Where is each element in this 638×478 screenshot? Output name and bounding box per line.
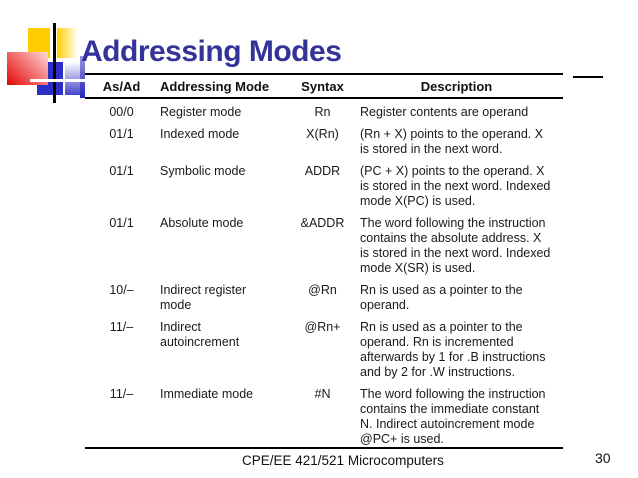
cell-mode: Indirect autoincrement xyxy=(160,320,240,349)
cell-asad: 11/– xyxy=(109,320,134,334)
cell-syntax: @Rn+ xyxy=(304,320,341,334)
cell-description: Rn is used as a pointer to the operand. xyxy=(360,283,523,312)
cell-syntax: #N xyxy=(314,387,331,401)
deco-white-line xyxy=(30,79,85,82)
cell-asad: 01/1 xyxy=(109,127,134,141)
cell-syntax: ADDR xyxy=(304,164,341,178)
cell-syntax: Rn xyxy=(314,105,331,119)
column-header-asad: As/Ad xyxy=(102,79,141,94)
addressing-modes-table: As/Ad Addressing Mode Syntax Description… xyxy=(85,73,563,449)
deco-yellow-square xyxy=(28,28,50,58)
table-row: 11/– Immediate mode #N The word followin… xyxy=(85,387,563,447)
cell-description: (Rn + X) points to the operand. X is sto… xyxy=(360,127,544,156)
cell-mode: Indexed mode xyxy=(160,127,240,141)
footer-course-label: CPE/EE 421/521 Microcomputers xyxy=(242,453,444,468)
deco-blue-bar xyxy=(80,56,85,98)
column-header-mode: Addressing Mode xyxy=(160,79,270,94)
column-header-syntax: Syntax xyxy=(301,79,344,94)
cell-asad: 01/1 xyxy=(109,216,134,230)
table-row: 00/0 Register mode Rn Register contents … xyxy=(85,105,563,120)
cell-mode: Symbolic mode xyxy=(160,164,246,178)
cell-description: (PC + X) points to the operand. X is sto… xyxy=(360,164,551,208)
deco-yellow-gradient-square xyxy=(57,28,77,58)
table-body: 00/0 Register mode Rn Register contents … xyxy=(85,99,563,449)
cell-mode: Absolute mode xyxy=(160,216,244,230)
cell-asad: 01/1 xyxy=(109,164,134,178)
title-underline-dash xyxy=(573,76,603,78)
column-header-description: Description xyxy=(420,79,493,94)
cell-description: The word following the instruction conta… xyxy=(360,387,546,446)
cell-syntax: &ADDR xyxy=(300,216,345,230)
cell-syntax: X(Rn) xyxy=(306,127,339,141)
cell-syntax: @Rn xyxy=(308,283,337,297)
cell-asad: 10/– xyxy=(109,283,134,297)
slide-title: Addressing Modes xyxy=(81,35,342,68)
table-row: 01/1 Symbolic mode ADDR (PC + X) points … xyxy=(85,164,563,209)
cell-mode: Register mode xyxy=(160,105,242,119)
table-row: 10/– Indirect register mode @Rn Rn is us… xyxy=(85,283,563,313)
page-number: 30 xyxy=(595,450,611,466)
cell-description: Rn is used as a pointer to the operand. … xyxy=(360,320,546,379)
cell-description: The word following the instruction conta… xyxy=(360,216,551,275)
cell-asad: 11/– xyxy=(109,387,134,401)
cell-mode: Indirect register mode xyxy=(160,283,247,312)
deco-vertical-line xyxy=(53,23,56,103)
deco-blue-gradient-square xyxy=(65,62,83,95)
table-header-row: As/Ad Addressing Mode Syntax Description xyxy=(85,75,563,99)
table-row: 01/1 Absolute mode &ADDR The word follow… xyxy=(85,216,563,276)
cell-asad: 00/0 xyxy=(109,105,134,119)
table-row: 11/– Indirect autoincrement @Rn+ Rn is u… xyxy=(85,320,563,380)
table-row: 01/1 Indexed mode X(Rn) (Rn + X) points … xyxy=(85,127,563,157)
cell-description: Register contents are operand xyxy=(360,105,529,119)
cell-mode: Immediate mode xyxy=(160,387,254,401)
